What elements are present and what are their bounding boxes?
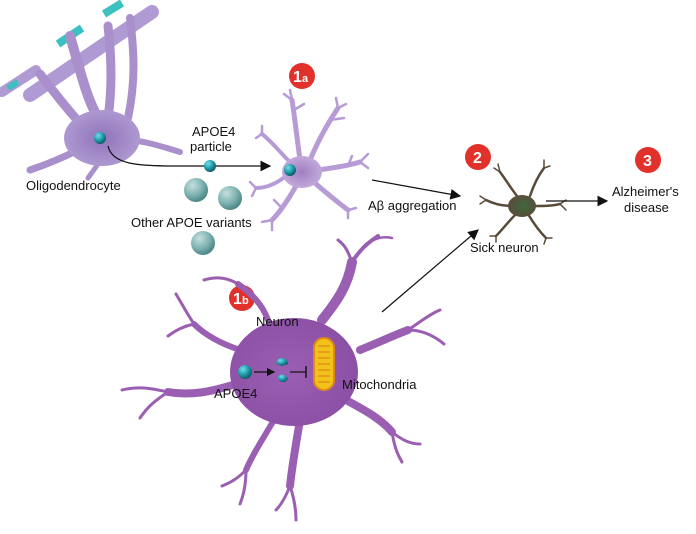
svg-text:b: b [242, 295, 249, 307]
apoe-variant-particle [191, 231, 215, 255]
apoe-variant-particle [218, 186, 242, 210]
oligodendrocyte-label: Oligodendrocyte [26, 178, 121, 193]
apoe4-particle-label-line2: particle [190, 139, 232, 154]
apoe4-particle [204, 160, 216, 172]
oligodendrocyte-cell [0, 0, 183, 181]
badge-2: 2 [465, 144, 491, 170]
astrocyte-apoe4-particle [284, 164, 296, 176]
svg-text:1: 1 [293, 69, 302, 86]
neuron-label: Neuron [256, 314, 299, 329]
alzheimers-label-line1: Alzheimer's [612, 184, 679, 199]
astrocyte-soma [282, 156, 322, 188]
apoe4-fragments [276, 358, 288, 383]
abeta-aggregation-label: Aβ aggregation [368, 198, 456, 213]
svg-text:3: 3 [643, 153, 652, 170]
oligodendrocyte-apoe4-particle [94, 132, 106, 144]
inhibition-marker [290, 366, 307, 378]
mitochondria-organelle [313, 337, 335, 391]
svg-text:a: a [302, 73, 309, 85]
arrow-1b-to-sick-neuron [381, 229, 479, 313]
badge-1a: 1 a [289, 63, 315, 89]
svg-text:1: 1 [233, 291, 242, 308]
svg-text:2: 2 [473, 150, 482, 167]
badge-3: 3 [635, 147, 661, 173]
alzheimers-label-line2: disease [624, 200, 669, 215]
sick-neuron-soma [508, 195, 536, 217]
sick-neuron-label: Sick neuron [470, 240, 539, 255]
other-apoe-variants-label: Other APOE variants [131, 215, 252, 230]
neuron-cell [120, 234, 446, 522]
apoe4-particle-label-line1: APOE4 [192, 124, 235, 139]
other-apoe-variant-particles [184, 178, 242, 255]
arrow-oligo-to-1a [107, 145, 272, 172]
arrow-1a-to-sick-neuron [371, 179, 462, 200]
apoe-variant-particle [184, 178, 208, 202]
neuron-apoe4-label: APOE4 [214, 386, 257, 401]
mitochondria-label: Mitochondria [342, 377, 417, 392]
neuron-apoe4-particle [238, 365, 252, 379]
